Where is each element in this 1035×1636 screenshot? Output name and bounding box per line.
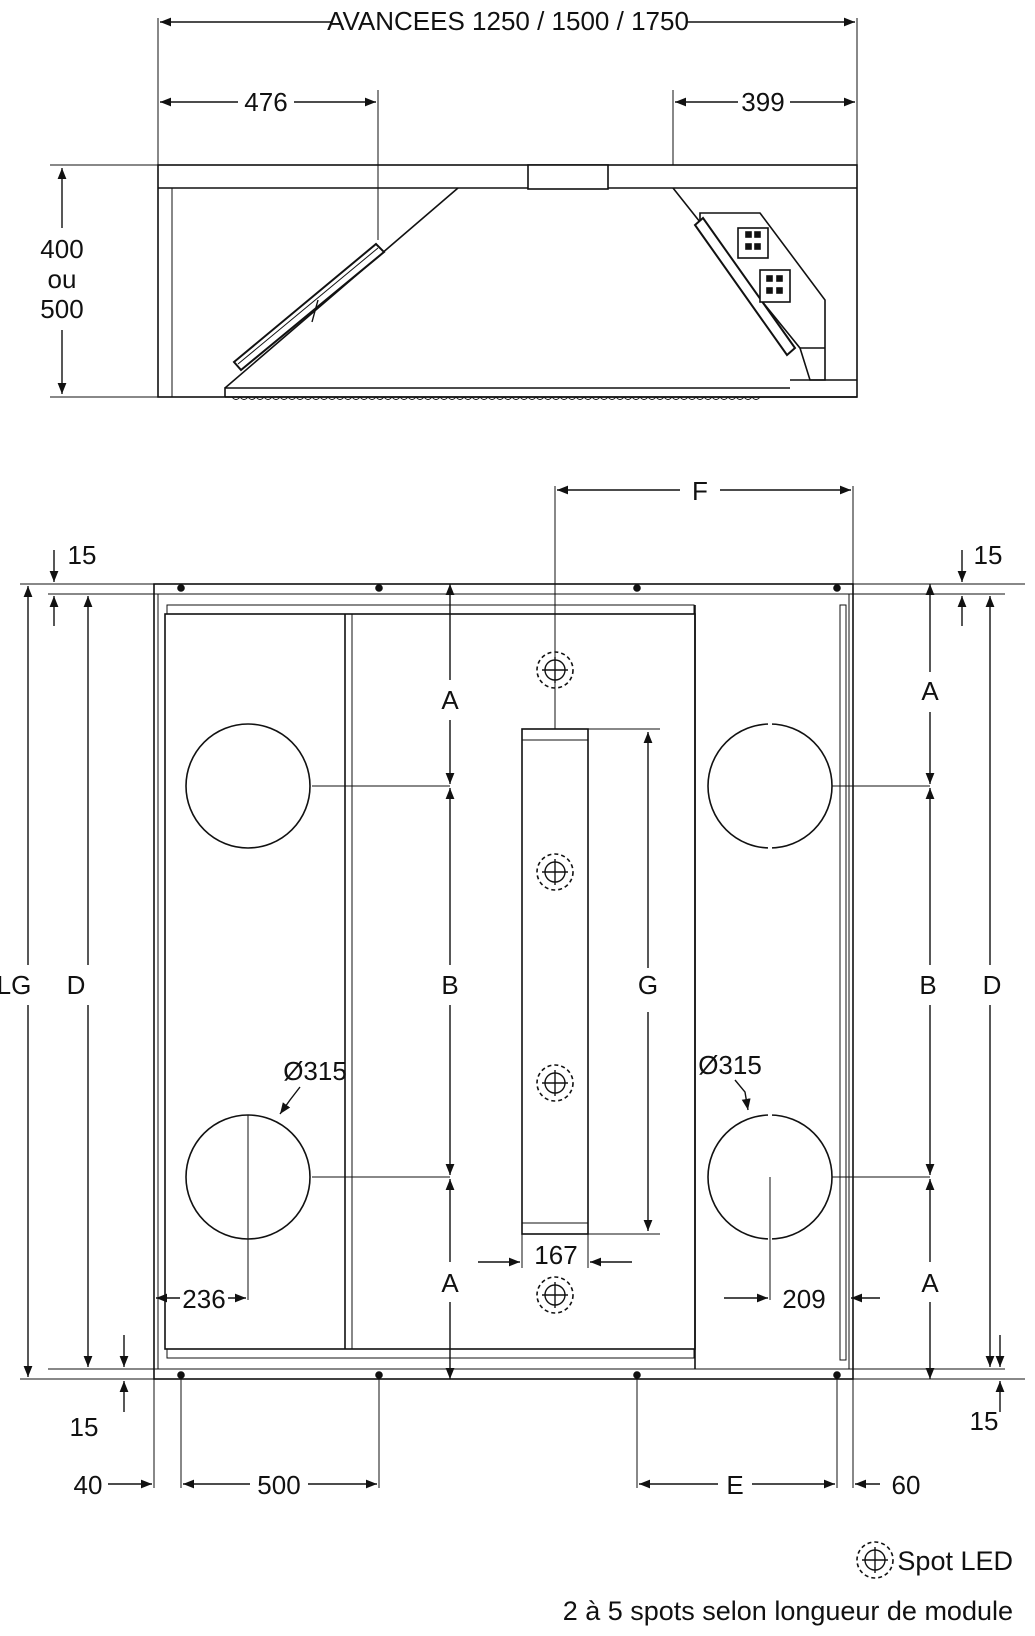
led-spot-icon	[536, 1276, 574, 1314]
dim-60: 60	[892, 1470, 921, 1500]
avancees-label: AVANCEES 1250 / 1500 / 1750	[327, 6, 689, 36]
dim-15-bottom-right: 15	[970, 1406, 999, 1436]
led-spot-icon	[536, 1064, 574, 1102]
dim-a-bottom-right: A	[921, 1268, 939, 1298]
legend-spot-label: Spot LED	[897, 1546, 1013, 1576]
led-spot-icon	[536, 853, 574, 891]
led-spot-icon	[536, 651, 574, 689]
height-label-500: 500	[40, 294, 83, 324]
dim-d-left: D	[67, 970, 86, 1000]
dim-lg: LG	[0, 970, 31, 1000]
dim-diameter-left: Ø315	[283, 1056, 347, 1086]
dim-e: E	[726, 1470, 743, 1500]
dim-f: F	[692, 476, 708, 506]
dim-500: 500	[257, 1470, 300, 1500]
plan-view	[20, 485, 1025, 1489]
legend-spots-note: 2 à 5 spots selon longueur de module	[563, 1596, 1013, 1626]
dim-a-top-right: A	[921, 676, 939, 706]
dim-a-bottom-left: A	[441, 1268, 459, 1298]
dim-15-bottom-left: 15	[70, 1412, 99, 1442]
height-label-ou: ou	[48, 264, 77, 294]
side-view	[50, 17, 858, 400]
dim-b-right: B	[919, 970, 936, 1000]
dim-a-top-left: A	[441, 685, 459, 715]
dim-b-left: B	[441, 970, 458, 1000]
dim-15-top-left: 15	[68, 540, 97, 570]
right-offset-label: 399	[741, 87, 784, 117]
dim-167: 167	[534, 1240, 577, 1270]
dim-40: 40	[74, 1470, 103, 1500]
dim-d-right: D	[983, 970, 1002, 1000]
height-label-400: 400	[40, 234, 83, 264]
dim-diameter-right: Ø315	[698, 1050, 762, 1080]
dim-209: 209	[782, 1284, 825, 1314]
dim-15-top-right: 15	[974, 540, 1003, 570]
dim-236: 236	[182, 1284, 225, 1314]
left-offset-label: 476	[244, 87, 287, 117]
dim-g: G	[638, 970, 658, 1000]
legend-spot-icon	[856, 1541, 894, 1579]
